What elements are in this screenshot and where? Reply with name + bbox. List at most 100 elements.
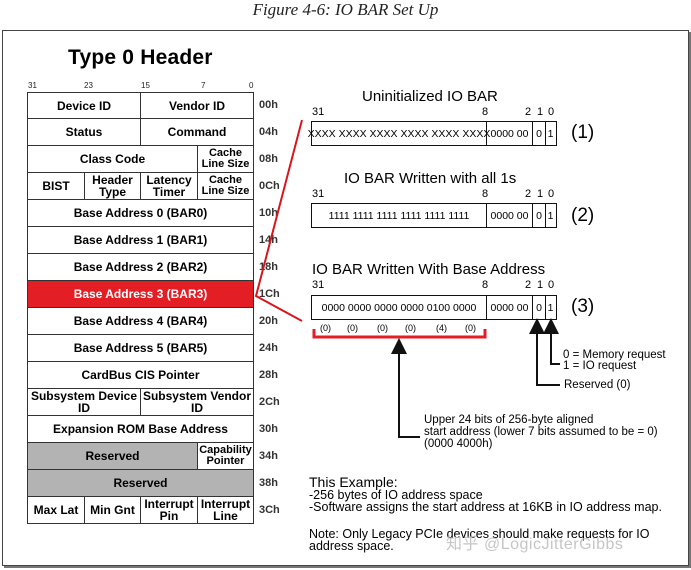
note-line-1: Note: Only Legacy PCIe devices should ma… — [309, 527, 650, 541]
bar-field-bit0: 1 — [545, 204, 555, 227]
step-tag-1: (1) — [571, 122, 595, 143]
bit1-arrow — [529, 318, 560, 386]
bar-bit-8: 8 — [482, 106, 489, 118]
header-type-cell: Header Type — [84, 173, 141, 200]
register-row-10h: Base Address 0 (BAR0) — [27, 200, 254, 227]
offset-label: 28h — [259, 369, 278, 381]
header-title: Type 0 Header — [68, 46, 213, 69]
example-line-2: -Software assigns the start address at 1… — [309, 500, 662, 514]
nibble-value: (0) — [347, 323, 358, 333]
register-row-3ch: Max Lat Min Gnt Interrupt Pin Interrupt … — [27, 497, 254, 524]
register-row-0ch: BIST Header Type Latency Timer Cache Lin… — [27, 173, 254, 200]
bit-label-31: 31 — [28, 81, 37, 90]
bar-field-bit0: 1 — [545, 122, 555, 145]
red-bracket — [312, 329, 487, 339]
register-row-38h: Reserved — [27, 470, 254, 497]
register-row-1ch: Base Address 3 (BAR3) — [27, 281, 254, 308]
interrupt-pin-cell: Interrupt Pin — [140, 497, 198, 524]
bar-bit-2: 2 — [525, 106, 532, 118]
step-tag-3: (3) — [571, 296, 595, 317]
register-row-20h: Base Address 4 (BAR4) — [27, 308, 254, 335]
register-row-2ch: Subsystem Device ID Subsystem Vendor ID — [27, 389, 254, 416]
min-gnt-cell: Min Gnt — [84, 497, 141, 524]
bar0-cell: Base Address 0 (BAR0) — [27, 200, 254, 227]
bar-field-mid: 0000 00 — [486, 122, 532, 145]
bist-cell: BIST — [27, 173, 85, 200]
offset-label: 00h — [259, 99, 278, 111]
interrupt-line-cell: Interrupt Line — [197, 497, 254, 524]
register-row-14h: Base Address 1 (BAR1) — [27, 227, 254, 254]
bar-bit-8: 8 — [482, 188, 489, 200]
watermark: 知乎 @LogicJitterGibbs — [446, 536, 624, 553]
bit-label-23: 23 — [84, 81, 93, 90]
register-row-00h: Device ID Vendor ID — [27, 92, 254, 119]
bit0-memory-note: 0 = Memory request — [563, 349, 666, 361]
bar-bit-1: 1 — [537, 188, 544, 200]
bar-bit-8: 8 — [482, 279, 489, 291]
subsystem-device-id-cell: Subsystem Device ID — [27, 389, 141, 416]
bar-field-bit1: 0 — [532, 296, 545, 319]
offset-label: 10h — [259, 207, 278, 219]
nibble-value: (0) — [405, 323, 416, 333]
bar-field-mid: 0000 00 — [486, 204, 532, 227]
offset-label: 14h — [259, 234, 278, 246]
offset-label: 2Ch — [259, 396, 280, 408]
register-row-28h: CardBus CIS Pointer — [27, 362, 254, 389]
register-row-30h: Expansion ROM Base Address — [27, 416, 254, 443]
bar3-cell-highlighted: Base Address 3 (BAR3) — [27, 281, 254, 308]
bar-bit-2: 2 — [525, 188, 532, 200]
example-line-1: -256 bytes of IO address space — [309, 488, 483, 502]
offset-label: 04h — [259, 126, 278, 138]
bar-field-bit1: 0 — [532, 122, 545, 145]
bar-field-mid: 0000 00 — [486, 296, 532, 319]
upper-bits-note-1: Upper 24 bits of 256-byte aligned — [424, 414, 594, 426]
note-line-2: address space. — [309, 539, 394, 553]
bar4-cell: Base Address 4 (BAR4) — [27, 308, 254, 335]
bar2-cell: Base Address 2 (BAR2) — [27, 254, 254, 281]
register-row-08h: Class Code Cache Line Size — [27, 146, 254, 173]
capability-pointer-cell: Capability Pointer — [197, 443, 254, 470]
cache-line-size-cell-2: Cache Line Size — [197, 173, 254, 200]
offset-label: 24h — [259, 342, 278, 354]
bit1-reserved-note: Reserved (0) — [564, 379, 631, 391]
bar-bit-31: 31 — [312, 279, 325, 291]
bar-bit-31: 31 — [312, 106, 325, 118]
reserved-cell-34h: Reserved — [27, 443, 198, 470]
nibble-value: (4) — [436, 323, 447, 333]
io-bar-uninitialized: XXXX XXXX XXXX XXXX XXXX XXXX 0000 00 0 … — [307, 121, 557, 146]
offset-label: 30h — [259, 423, 278, 435]
bar-bit-0: 0 — [548, 188, 555, 200]
offset-label: 1Ch — [259, 288, 280, 300]
register-row-24h: Base Address 5 (BAR5) — [27, 335, 254, 362]
offset-label: 3Ch — [259, 504, 280, 516]
bit-label-15: 15 — [141, 81, 150, 90]
reserved-cell-38h: Reserved — [27, 470, 254, 497]
offset-label: 0Ch — [259, 180, 280, 192]
bar-field-bit1: 0 — [532, 204, 545, 227]
device-id-cell: Device ID — [27, 92, 141, 119]
offset-label: 08h — [259, 153, 278, 165]
bar-field-bit0: 1 — [545, 296, 555, 319]
nibble-value: (0) — [320, 323, 331, 333]
bar5-cell: Base Address 5 (BAR5) — [27, 335, 254, 362]
nibble-value: (0) — [465, 323, 476, 333]
register-row-34h: Reserved Capability Pointer — [27, 443, 254, 470]
register-row-04h: Status Command — [27, 119, 254, 146]
subsystem-vendor-id-cell: Subsystem Vendor ID — [140, 389, 254, 416]
command-cell: Command — [140, 119, 254, 146]
cardbus-cis-pointer-cell: CardBus CIS Pointer — [27, 362, 254, 389]
class-code-cell: Class Code — [27, 146, 198, 173]
bar-field-upper: 0000 0000 0000 0000 0100 0000 — [321, 301, 477, 314]
example-heading: This Example: — [309, 474, 398, 490]
latency-timer-cell: Latency Timer — [140, 173, 198, 200]
register-row-18h: Base Address 2 (BAR2) — [27, 254, 254, 281]
offset-label: 20h — [259, 315, 278, 327]
bar-bit-0: 0 — [548, 279, 555, 291]
bit-label-0: 0 — [249, 81, 254, 90]
bar-bit-2: 2 — [525, 279, 532, 291]
bar-field-upper: XXXX XXXX XXXX XXXX XXXX XXXX — [307, 127, 491, 140]
bit0-arrow — [543, 318, 560, 365]
figure-caption: Figure 4-6: IO BAR Set Up — [252, 0, 439, 19]
vendor-id-cell: Vendor ID — [140, 92, 254, 119]
